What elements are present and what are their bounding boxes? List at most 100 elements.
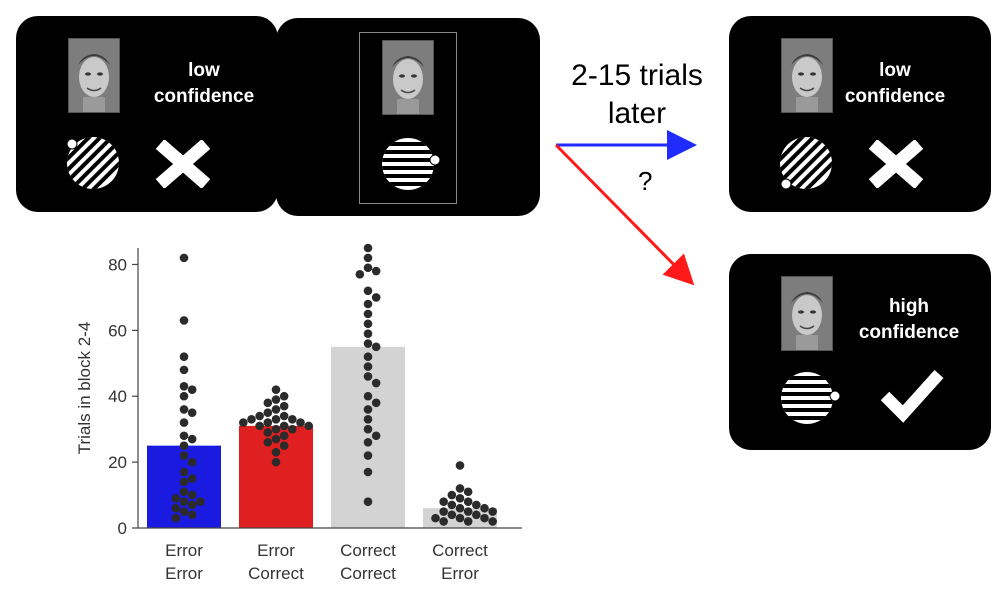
data-point <box>179 507 189 516</box>
data-point <box>363 319 373 329</box>
trial-gap-line1: 2-15 trials <box>571 59 703 92</box>
x-tick-label-line1: Correct <box>432 541 488 560</box>
data-point <box>439 497 448 506</box>
x-axis-labels: ErrorErrorErrorCorrectCorrectCorrectCorr… <box>165 541 488 583</box>
data-point <box>363 424 373 434</box>
data-point <box>488 507 497 516</box>
trial-gap-line2: later <box>607 97 667 130</box>
data-point <box>171 494 181 503</box>
data-point <box>363 414 373 424</box>
data-point <box>363 253 373 263</box>
data-point <box>279 401 289 411</box>
confidence-line2: confidence <box>153 86 255 107</box>
data-point <box>455 461 465 470</box>
data-point <box>179 467 189 477</box>
red-arrow <box>554 143 695 286</box>
data-point <box>279 421 289 431</box>
data-point <box>271 424 281 434</box>
data-point <box>363 451 373 460</box>
data-point <box>431 513 440 523</box>
data-point <box>363 286 373 296</box>
data-point <box>187 474 197 483</box>
data-point <box>363 329 373 338</box>
question-mark: ? <box>638 166 653 196</box>
data-point <box>171 503 181 513</box>
data-point <box>371 378 381 388</box>
x-tick-label-line2: Correct <box>248 564 304 583</box>
oblique-grating-icon <box>777 134 835 192</box>
data-point <box>296 418 305 427</box>
data-point <box>271 395 281 404</box>
data-point <box>439 507 448 516</box>
face-photo <box>781 276 833 351</box>
face-photo <box>781 38 833 113</box>
data-point <box>187 490 197 500</box>
cross-icon <box>156 140 210 188</box>
data-point <box>179 441 189 450</box>
stimulus-frame <box>359 32 457 204</box>
data-point <box>363 352 373 362</box>
data-point <box>196 497 205 506</box>
data-point <box>455 513 465 523</box>
data-point <box>363 391 373 401</box>
horizontal-grating-icon <box>781 372 841 424</box>
data-point <box>463 497 473 506</box>
data-point <box>171 513 181 523</box>
data-point <box>363 405 373 414</box>
data-point <box>263 418 273 427</box>
data-point <box>179 391 189 401</box>
data-point <box>279 411 289 421</box>
confidence-line1: low <box>188 60 220 81</box>
data-point <box>179 253 189 263</box>
data-point <box>179 487 189 497</box>
data-point <box>179 431 189 441</box>
data-point <box>455 494 465 503</box>
data-point <box>463 507 473 516</box>
data-point <box>239 418 248 427</box>
data-point <box>371 266 381 276</box>
data-point <box>363 467 373 477</box>
data-point <box>263 438 273 447</box>
data-point <box>179 497 189 506</box>
panel-later-low-confidence: low confidence <box>729 16 991 212</box>
data-point <box>271 414 281 424</box>
data-point <box>179 418 189 427</box>
data-point <box>187 500 197 510</box>
data-point <box>355 270 365 279</box>
x-tick-label-line1: Error <box>165 541 203 560</box>
face-photo <box>382 40 434 115</box>
data-point <box>187 510 197 520</box>
data-point <box>371 342 381 352</box>
data-point <box>279 441 289 450</box>
data-point <box>279 391 289 401</box>
data-point <box>179 477 189 487</box>
data-point <box>371 398 381 408</box>
x-tick-label-line2: Error <box>441 564 479 583</box>
data-point <box>187 434 197 444</box>
panel-later-high-confidence: high confidence <box>729 254 991 450</box>
data-point <box>255 411 264 421</box>
y-tick-label: 20 <box>108 453 127 472</box>
data-point <box>463 517 473 526</box>
confidence-line1: high <box>888 296 930 317</box>
data-point <box>263 398 273 408</box>
checkmark-icon <box>880 369 944 423</box>
data-point <box>371 293 381 302</box>
data-point <box>363 243 373 253</box>
panel-trial-2 <box>276 18 540 216</box>
data-point <box>488 517 497 526</box>
panel-trial-1: low confidence <box>16 16 278 212</box>
x-tick-label-line2: Error <box>165 564 203 583</box>
data-point <box>480 503 489 513</box>
data-point <box>447 490 457 500</box>
data-point <box>187 408 197 418</box>
confidence-line1: low <box>879 60 911 81</box>
data-point <box>288 424 297 434</box>
confidence-label: high confidence <box>839 294 979 346</box>
data-point <box>447 510 457 520</box>
data-point <box>447 500 457 510</box>
data-point <box>179 382 189 391</box>
x-tick-label-line2: Correct <box>340 564 396 583</box>
data-point <box>179 316 189 325</box>
